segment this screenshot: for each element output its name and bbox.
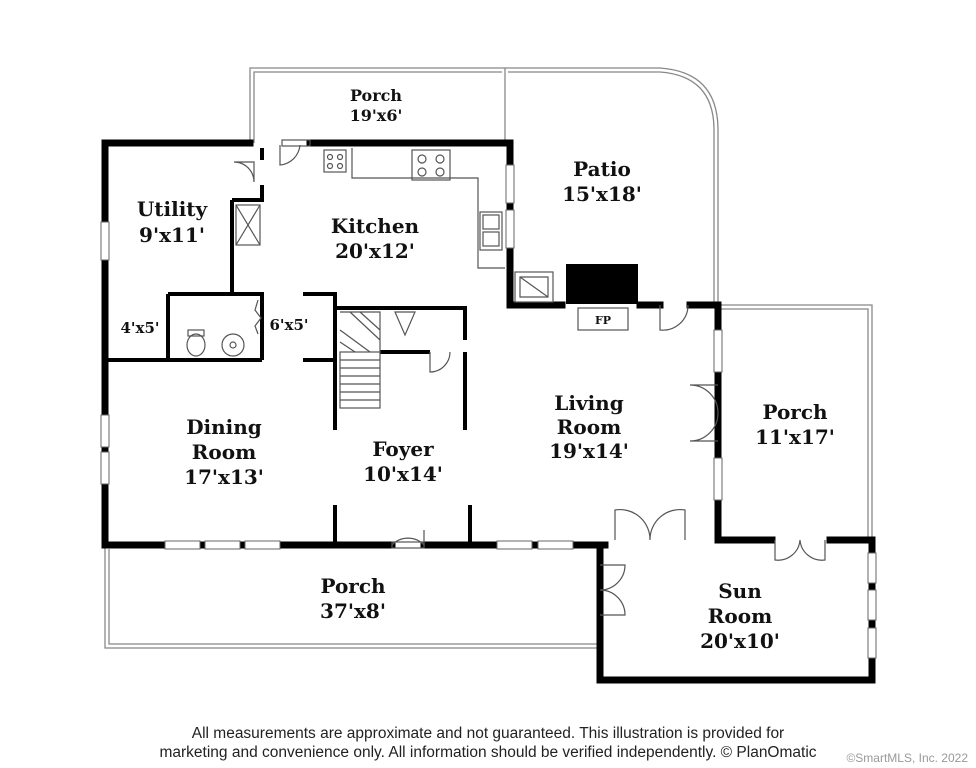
porch-top-name: Porch	[350, 86, 402, 105]
kitchen-fixtures	[235, 148, 554, 303]
bathroom-fixtures	[186, 329, 245, 357]
patio-name: Patio	[573, 157, 631, 181]
kitchen-name: Kitchen	[331, 214, 420, 238]
closet-left-size: 4'x5'	[120, 319, 159, 337]
windows	[100, 164, 877, 659]
utility-name: Utility	[137, 197, 209, 221]
porch-top-size: 19'x6'	[350, 106, 403, 125]
dining-name-2: Room	[192, 440, 256, 464]
doors	[233, 139, 826, 616]
living-name-2: Room	[557, 415, 621, 439]
patio-size: 15'x18'	[562, 182, 642, 206]
staircase	[339, 311, 416, 409]
sun-room-name-1: Sun	[718, 579, 762, 603]
room-labels: Porch 19'x6' Patio 15'x18' Utility 9'x11…	[120, 86, 834, 653]
fireplace	[566, 264, 638, 331]
utility-size: 9'x11'	[139, 223, 205, 247]
porch-right-name: Porch	[762, 400, 828, 424]
disclaimer-line-1: All measurements are approximate and not…	[191, 725, 785, 742]
porch-bottom-size: 37'x8'	[320, 599, 386, 623]
foyer-size: 10'x14'	[363, 462, 443, 486]
fireplace-label: FP	[595, 314, 611, 327]
outdoor-outlines	[104, 67, 873, 649]
sun-room-size: 20'x10'	[700, 629, 780, 653]
copyright-notice: ©SmartMLS, Inc. 2022	[846, 751, 968, 765]
dining-name-1: Dining	[186, 415, 262, 439]
dining-size: 17'x13'	[184, 465, 264, 489]
floor-plan: Porch 19'x6' Patio 15'x18' Utility 9'x11…	[100, 67, 877, 684]
porch-bottom-name: Porch	[320, 574, 386, 598]
porch-right-size: 11'x17'	[755, 425, 835, 449]
exterior-walls	[101, 139, 876, 684]
sun-room-name-2: Room	[708, 604, 772, 628]
disclaimer-line-2: marketing and convenience only. All info…	[159, 744, 817, 761]
living-name-1: Living	[554, 391, 623, 415]
foyer-name: Foyer	[372, 437, 434, 461]
interior-walls	[105, 148, 472, 545]
kitchen-size: 20'x12'	[335, 239, 415, 263]
closet-mid-size: 6'x5'	[269, 316, 308, 334]
living-size: 19'x14'	[549, 439, 629, 463]
